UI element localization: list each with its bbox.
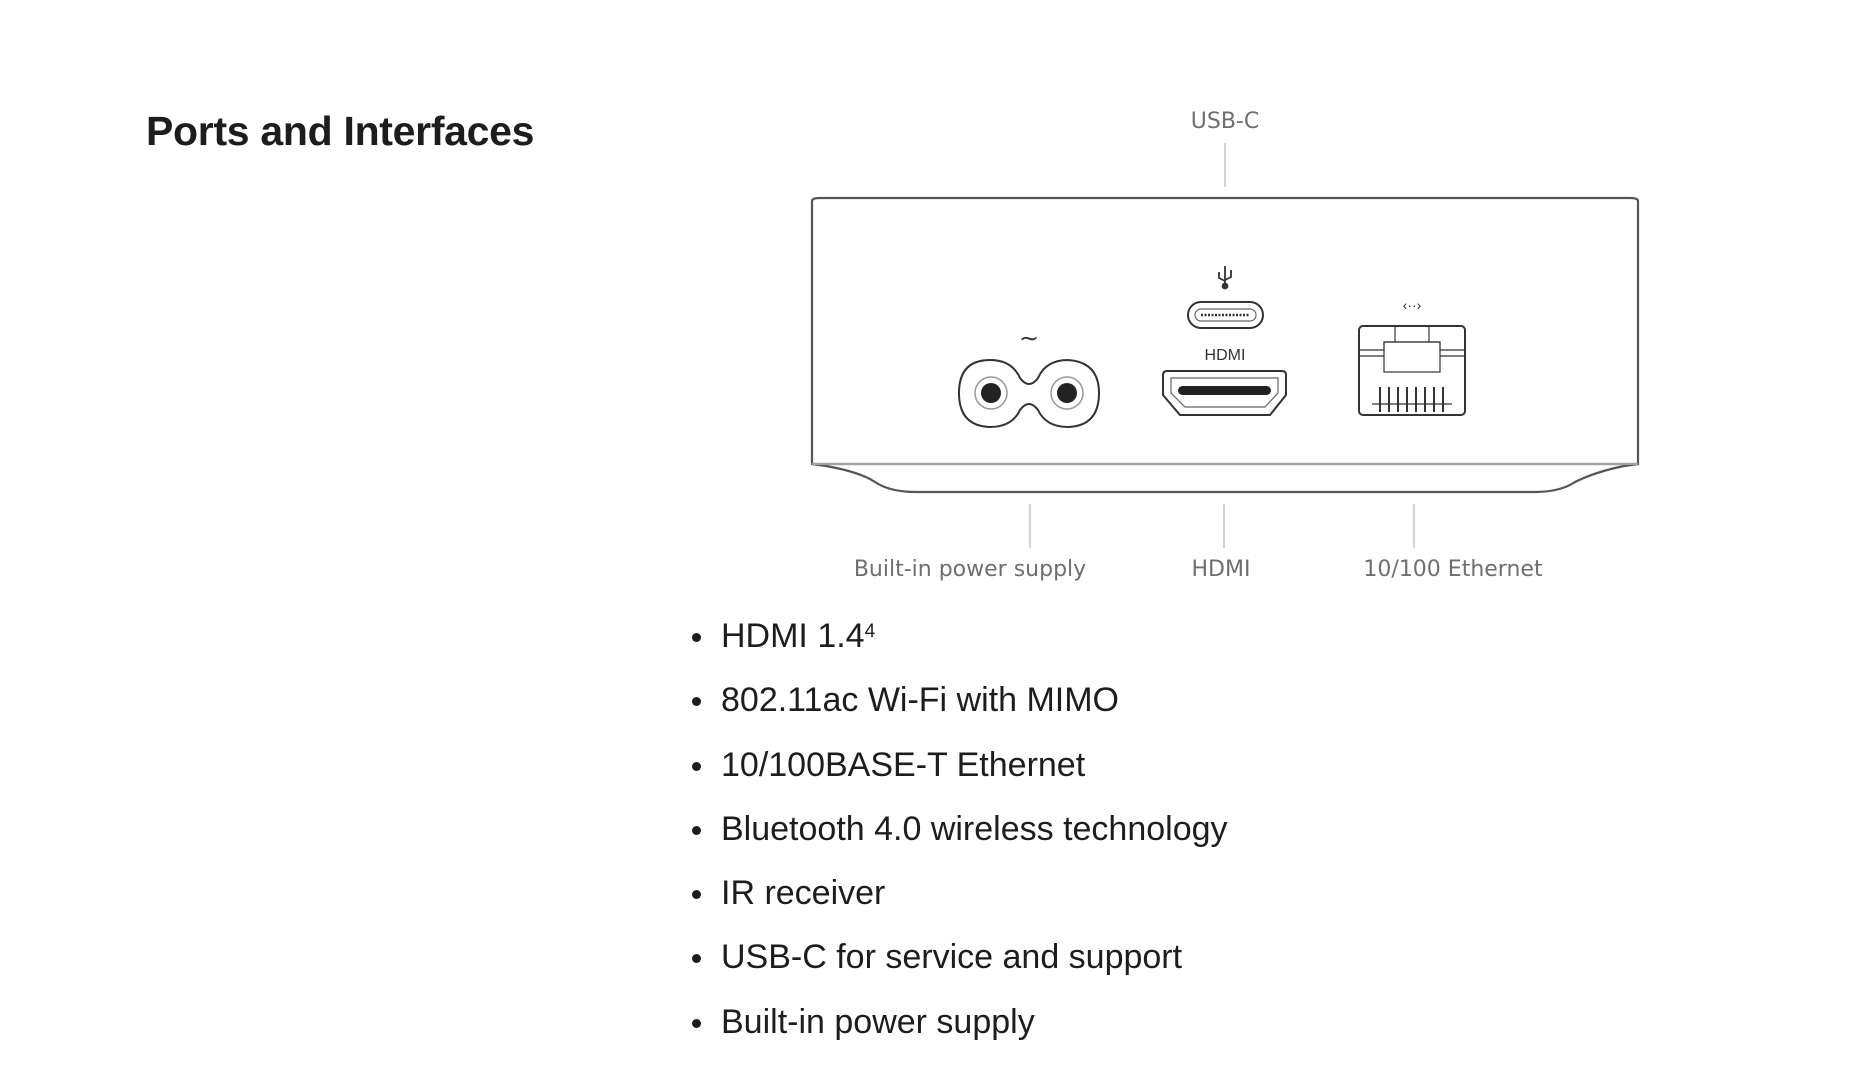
hdmi-port (1162, 370, 1287, 416)
section-title: Ports and Interfaces (146, 108, 535, 154)
list-item: USB-C for service and support (692, 933, 1228, 997)
list-item: 10/100BASE-T Ethernet (692, 741, 1228, 805)
device-body (810, 196, 1640, 494)
callout-usb-c: USB-C (1191, 109, 1259, 134)
callout-lines (1029, 504, 1415, 548)
footnote-ref[interactable]: 4 (864, 621, 876, 642)
hdmi-port-label: HDMI (1205, 347, 1246, 364)
power-port: ∼ (957, 325, 1101, 429)
spec-text: HDMI 1.4 (721, 617, 865, 655)
usb-icon (1218, 266, 1232, 290)
ethernet-port: ‹··› (1358, 297, 1466, 416)
callout-hdmi: HDMI (1192, 557, 1251, 582)
callout-power: Built-in power supply (854, 557, 1086, 582)
ethernet-icon: ‹··› (1403, 297, 1422, 313)
list-item: IR receiver (692, 869, 1228, 933)
list-item: Built-in power supply (692, 998, 1228, 1062)
ac-power-icon: ∼ (1019, 325, 1039, 352)
list-item: 802.11ac Wi-Fi with MIMO (692, 676, 1228, 740)
callout-ethernet: 10/100 Ethernet (1363, 557, 1543, 582)
specs-list: HDMI 1.44 802.11ac Wi-Fi with MIMO 10/10… (692, 612, 1228, 1062)
list-item: Bluetooth 4.0 wireless technology (692, 805, 1228, 869)
list-item: HDMI 1.44 (692, 612, 1228, 676)
usb-c-port (1187, 266, 1264, 329)
